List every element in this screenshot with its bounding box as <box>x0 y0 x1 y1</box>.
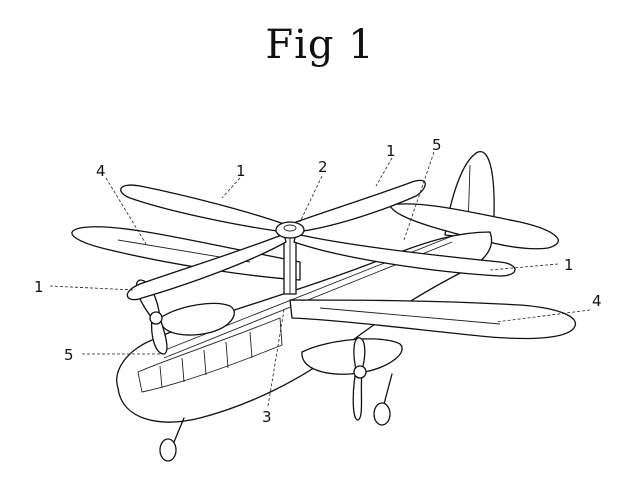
rotor-blade-top-right <box>295 179 426 233</box>
label-4-right: 4 <box>592 292 602 310</box>
wing-left <box>71 226 301 281</box>
rotor-blade-top-left <box>120 184 285 233</box>
label-1-left: 1 <box>34 278 44 296</box>
left-engine-nacelle <box>159 302 235 336</box>
label-4-left: 4 <box>96 162 106 180</box>
horizontal-stabilizer <box>389 203 559 250</box>
label-1-blade-right: 1 <box>386 142 396 160</box>
nose-landing-gear <box>173 417 185 443</box>
rotor-blade-lower-right <box>293 233 516 277</box>
main-landing-gear <box>383 373 393 405</box>
rotor-hub <box>275 221 305 239</box>
right-engine-nacelle <box>301 338 403 375</box>
label-5-left: 5 <box>64 346 74 364</box>
wing-right <box>289 299 577 340</box>
label-1-top-left: 1 <box>236 162 246 180</box>
rotor-blade-lower-left <box>126 233 287 301</box>
label-3-mast: 3 <box>262 408 272 426</box>
wing-slot-right <box>319 307 501 325</box>
right-propeller <box>352 337 366 421</box>
figure-title: Fig 1 <box>265 22 375 68</box>
cockpit-windows <box>137 317 283 393</box>
label-2-hub: 2 <box>318 158 328 176</box>
label-5-top: 5 <box>432 136 442 154</box>
label-1-right: 1 <box>564 256 574 274</box>
